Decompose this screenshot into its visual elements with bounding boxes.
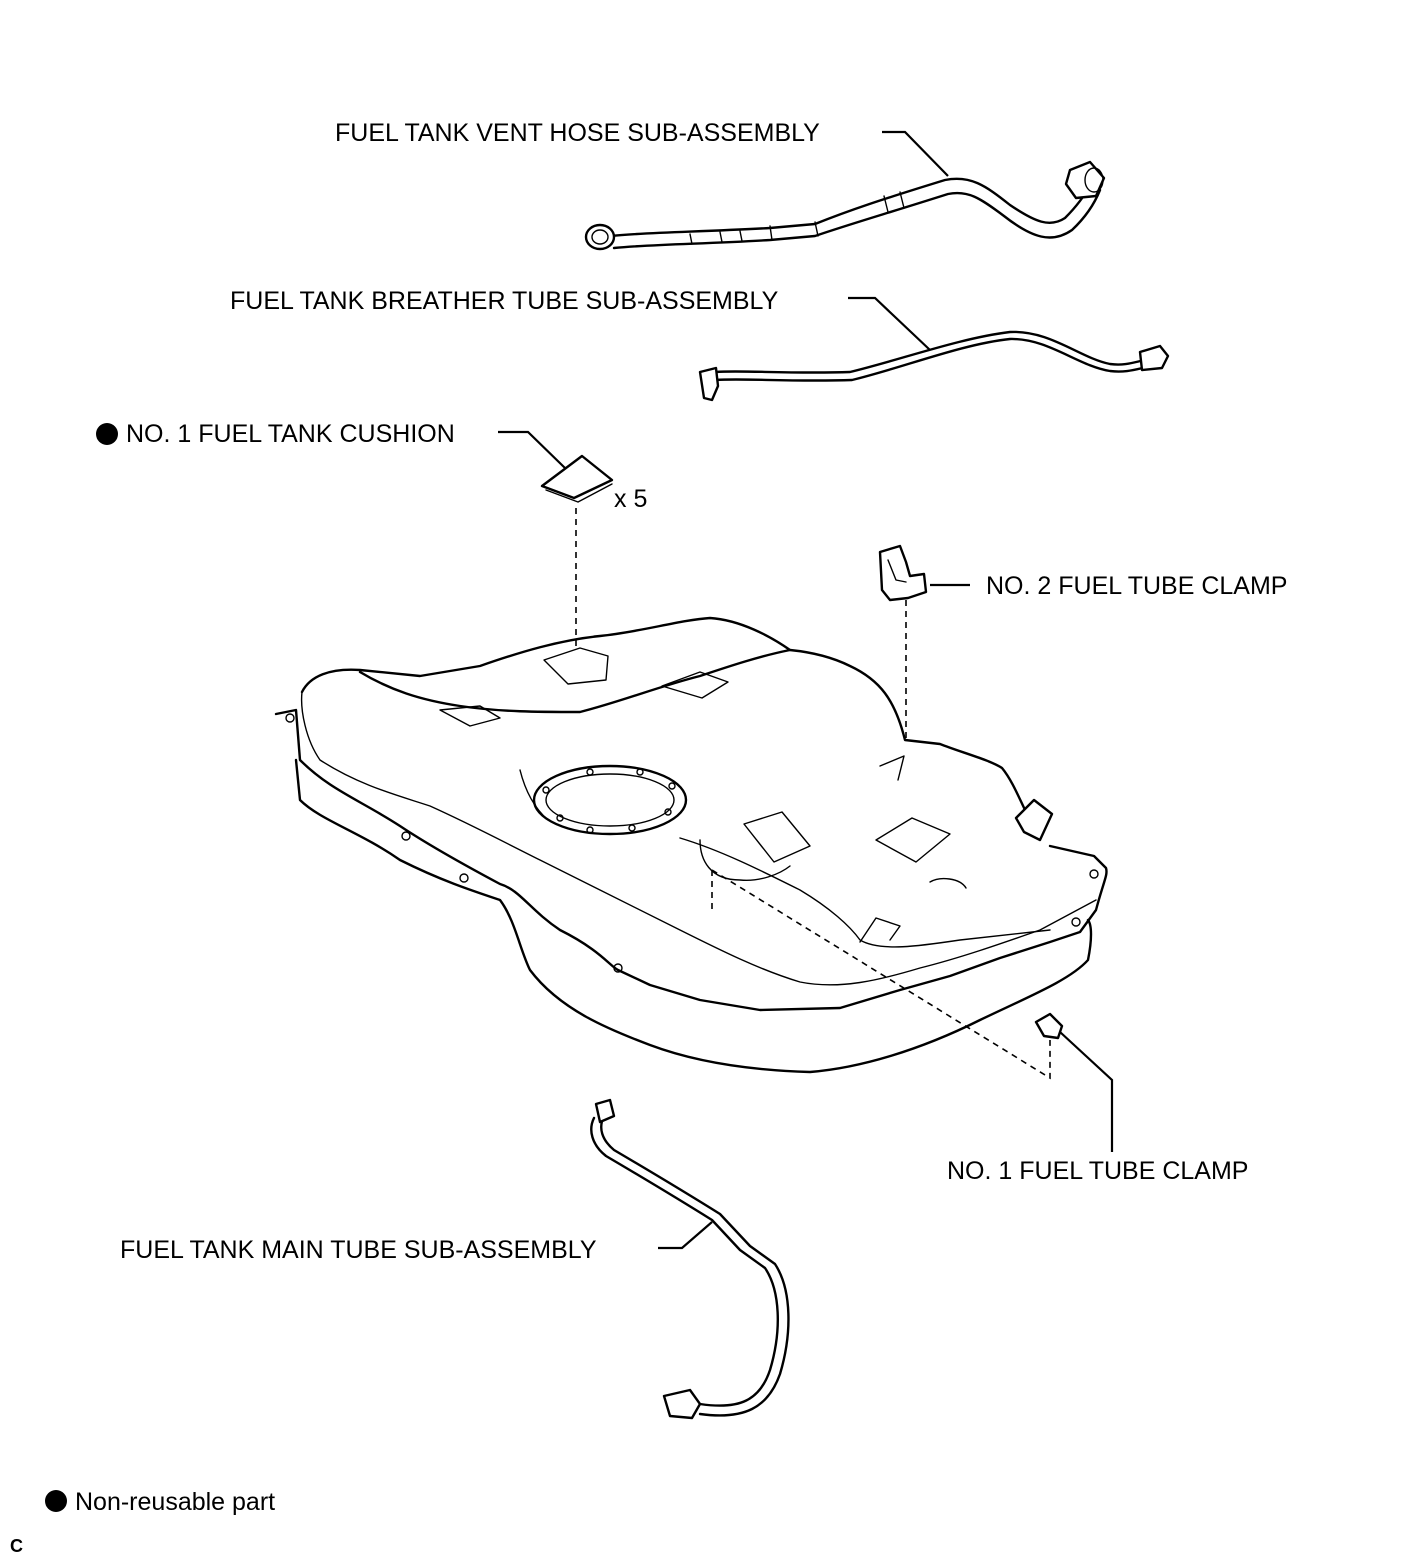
label-cushion: NO. 1 FUEL TANK CUSHION <box>126 420 455 448</box>
cushion-part[interactable] <box>540 454 614 503</box>
vent-hose-part[interactable] <box>584 160 1106 251</box>
vent-hose-leader <box>882 130 949 177</box>
label-breather-tube: FUEL TANK BREATHER TUBE SUB-ASSEMBLY <box>230 287 779 315</box>
clamp-2-part[interactable] <box>878 544 928 602</box>
clamp-1-guide-line <box>711 869 1051 1080</box>
main-tube-part[interactable] <box>590 1098 790 1420</box>
opening-bolts <box>542 768 676 834</box>
label-cushion-qty: x 5 <box>614 485 647 513</box>
main-tube-leader <box>658 1221 713 1250</box>
corner-code: C <box>10 1536 23 1556</box>
legend-non-reusable: Non-reusable part <box>75 1488 275 1516</box>
label-main-tube: FUEL TANK MAIN TUBE SUB-ASSEMBLY <box>120 1236 597 1264</box>
clamp-1-leader <box>1059 1031 1114 1152</box>
legend-marker-icon <box>45 1490 67 1512</box>
legend: Non-reusable part <box>45 1488 275 1516</box>
label-vent-hose: FUEL TANK VENT HOSE SUB-ASSEMBLY <box>335 119 820 147</box>
breather-tube-leader <box>848 296 931 351</box>
label-clamp-1: NO. 1 FUEL TUBE CLAMP <box>947 1157 1248 1185</box>
label-clamp-2: NO. 2 FUEL TUBE CLAMP <box>986 572 1287 600</box>
clamp-1-part[interactable] <box>1034 1012 1064 1040</box>
fuel-tank-body <box>274 616 1108 1074</box>
non-reusable-marker-icon <box>96 423 118 445</box>
cushion-leader <box>498 430 566 469</box>
breather-tube-part[interactable] <box>698 330 1170 402</box>
